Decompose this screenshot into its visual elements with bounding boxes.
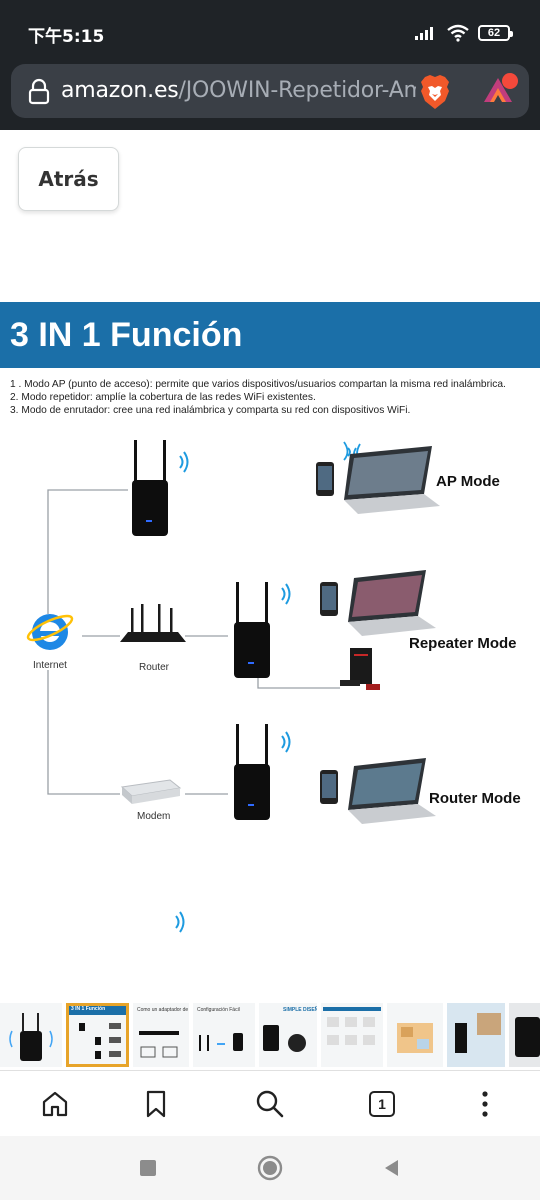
- url-domain: amazon.es: [61, 78, 179, 103]
- thumbnail-title: SIMPLE DISEÑO: [283, 1007, 317, 1013]
- phone-icon: [320, 770, 338, 804]
- description-line: 1 . Modo AP (punto de acceso): permite q…: [10, 379, 506, 390]
- laptop-icon: [348, 758, 436, 824]
- home-button[interactable]: [38, 1087, 72, 1121]
- router-mode-label: Router Mode: [429, 790, 521, 807]
- modem-device-icon: [120, 779, 182, 804]
- thumbnail-1[interactable]: [0, 1003, 62, 1067]
- address-bar[interactable]: amazon.es/JOOWIN-Repetidor-Amplificador: [11, 64, 529, 118]
- design-thumbnail-icon: [263, 1025, 306, 1052]
- ap-mode-label: AP Mode: [436, 473, 500, 490]
- lock-icon[interactable]: [27, 78, 51, 106]
- brave-shields-icon[interactable]: [417, 73, 453, 111]
- network-diagram: [26, 440, 440, 933]
- repeater-thumbnail-icon: [9, 1013, 53, 1061]
- description-line: 2. Modo repetidor: amplíe la cobertura d…: [10, 392, 316, 403]
- battery-level: 62: [487, 27, 501, 39]
- diagram-thumbnail-icon: [79, 1023, 121, 1059]
- features-thumbnail-icon: [323, 1007, 381, 1045]
- url-path: /JOOWIN-Repetidor-Amplificador: [178, 78, 416, 103]
- wifi-signal-icon: [175, 911, 185, 933]
- thumbnail-4[interactable]: Configuración Fácil: [193, 1003, 255, 1067]
- thumbnail-9[interactable]: [509, 1003, 540, 1067]
- status-bar: 下午5:15 62: [0, 0, 540, 64]
- search-icon: [256, 1090, 284, 1118]
- tab-count: 1: [369, 1091, 395, 1117]
- thumbnail-3[interactable]: Como un adaptador de red: [133, 1003, 189, 1067]
- bookmark-icon: [146, 1090, 166, 1118]
- thumbnail-title: Configuración Fácil: [197, 1007, 240, 1013]
- thumbnail-5[interactable]: SIMPLE DISEÑO: [259, 1003, 317, 1067]
- repeater-device-icon: [132, 440, 189, 536]
- url-text[interactable]: amazon.es/JOOWIN-Repetidor-Amplificador: [61, 78, 416, 103]
- internet-label: Internet: [33, 660, 67, 671]
- circle-home-icon: [257, 1155, 283, 1181]
- menu-button[interactable]: [468, 1087, 502, 1121]
- browser-toolbar: amazon.es/JOOWIN-Repetidor-Amplificador: [0, 64, 540, 130]
- status-time: 下午5:15: [28, 27, 105, 47]
- thumbnail-7[interactable]: [387, 1003, 443, 1067]
- thumbnail-title: Como un adaptador de red: [137, 1007, 189, 1013]
- repeater-device-icon: [234, 582, 291, 678]
- more-vertical-icon: [482, 1091, 488, 1117]
- router-device-icon: [120, 604, 186, 642]
- setup-thumbnail-icon: [199, 1033, 243, 1051]
- repeater-closeup-thumbnail-icon: [509, 1003, 540, 1067]
- router-label: Router: [139, 662, 170, 673]
- product-main-image[interactable]: 3 IN 1 Función 1 . Modo AP (punto de acc…: [0, 302, 540, 992]
- browser-bottom-toolbar: 1: [0, 1070, 540, 1136]
- back-nav-button[interactable]: [379, 1155, 405, 1181]
- status-icons: 62: [414, 22, 513, 44]
- house-coverage-thumbnail-icon: [397, 1023, 433, 1053]
- modem-label: Modem: [137, 811, 171, 822]
- square-icon: [140, 1160, 156, 1176]
- battery-indicator: 62: [478, 25, 513, 41]
- home-nav-button[interactable]: [257, 1155, 283, 1181]
- thumbnail-title: 3 IN 1 Función: [69, 1006, 126, 1015]
- phone-icon: [320, 582, 338, 616]
- bookmark-button[interactable]: [139, 1087, 173, 1121]
- recent-apps-button[interactable]: [135, 1155, 161, 1181]
- internet-explorer-icon: [26, 614, 74, 650]
- signal-icon: [415, 27, 433, 40]
- repeater-mode-label: Repeater Mode: [409, 635, 517, 652]
- thumbnail-8[interactable]: [447, 1003, 505, 1067]
- search-button[interactable]: [253, 1087, 287, 1121]
- thumbnail-2[interactable]: 3 IN 1 Función: [66, 1003, 129, 1067]
- triangle-back-icon: [385, 1160, 398, 1176]
- desktop-computer-icon: [340, 648, 380, 690]
- connector-lines: [47, 489, 340, 795]
- room-thumbnail-icon: [447, 1003, 505, 1067]
- description-line: 3. Modo de enrutador: cree una red inalá…: [10, 405, 411, 416]
- brave-rewards-icon[interactable]: [481, 72, 519, 108]
- system-navigation-bar: [0, 1136, 540, 1200]
- repeater-device-icon: [234, 724, 291, 820]
- thumbnail-strip[interactable]: 3 IN 1 Función Como un adaptador de red …: [0, 1000, 540, 1070]
- laptop-icon: [343, 441, 440, 514]
- back-button[interactable]: Atrás: [18, 147, 119, 211]
- wifi-icon: [447, 24, 469, 42]
- image-banner-title: 3 IN 1 Función: [0, 302, 540, 368]
- home-icon: [42, 1091, 68, 1117]
- laptop-icon: [348, 570, 436, 636]
- thumbnail-6[interactable]: [321, 1003, 383, 1067]
- adapter-thumbnail-icon: [139, 1031, 179, 1058]
- image-descriptions: 1 . Modo AP (punto de acceso): permite q…: [10, 378, 506, 417]
- tabs-button[interactable]: 1: [365, 1087, 399, 1121]
